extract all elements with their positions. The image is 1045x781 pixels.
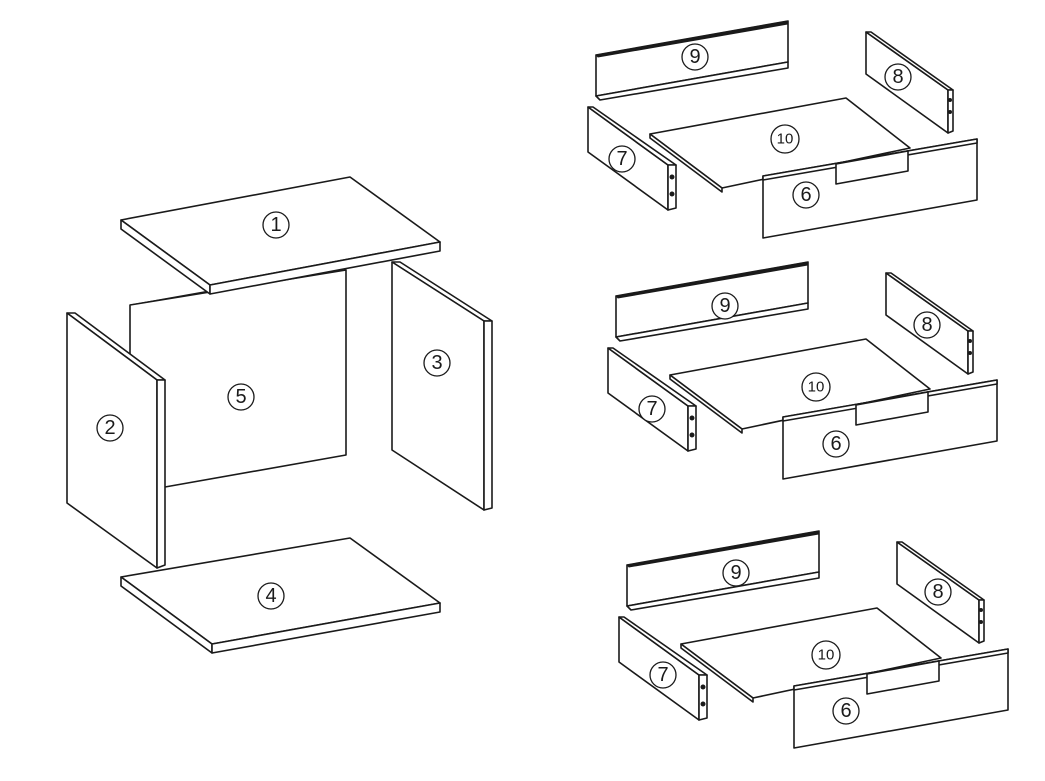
drawer-label-9: 9 xyxy=(681,43,709,71)
drawer-1-group: 9 8 10 7 6 xyxy=(587,20,978,239)
svg-text:7: 7 xyxy=(616,148,627,170)
drawer-label-9: 9 xyxy=(711,292,739,320)
svg-text:6: 6 xyxy=(840,700,851,722)
svg-text:1: 1 xyxy=(270,214,281,236)
svg-text:2: 2 xyxy=(104,417,115,439)
svg-text:9: 9 xyxy=(730,562,741,584)
cabinet-label-1: 1 xyxy=(262,211,290,239)
svg-text:10: 10 xyxy=(818,647,835,664)
cabinet-right-side xyxy=(391,261,493,511)
svg-text:9: 9 xyxy=(689,46,700,68)
drawer-label-8: 8 xyxy=(924,578,952,606)
drawer-label-8: 8 xyxy=(913,311,941,339)
svg-text:7: 7 xyxy=(646,398,657,420)
drawer-base-panel xyxy=(669,338,931,434)
svg-text:5: 5 xyxy=(235,386,246,408)
drawer-label-6: 6 xyxy=(832,697,860,725)
drawer-label-7: 7 xyxy=(608,145,636,173)
drawer-label-10: 10 xyxy=(811,640,841,670)
svg-text:4: 4 xyxy=(265,585,276,607)
drawer-2-group: 9 8 10 7 6 xyxy=(607,261,998,480)
drawer-3-group: 9 8 10 7 6 xyxy=(618,530,1009,749)
drawer-base-panel xyxy=(680,607,942,703)
drawer-label-8: 8 xyxy=(884,63,912,91)
drawer-label-6: 6 xyxy=(792,181,820,209)
cabinet-label-2: 2 xyxy=(96,414,124,442)
drawer-label-9: 9 xyxy=(722,559,750,587)
svg-text:3: 3 xyxy=(431,352,442,374)
drawer-label-10: 10 xyxy=(770,124,800,154)
svg-text:8: 8 xyxy=(892,66,903,88)
cabinet-group: 1 2 3 4 5 xyxy=(66,176,493,654)
drawer-label-6: 6 xyxy=(822,430,850,458)
svg-text:10: 10 xyxy=(808,379,825,396)
drawer-label-7: 7 xyxy=(638,395,666,423)
svg-text:9: 9 xyxy=(719,295,730,317)
drawer-back-panel xyxy=(614,261,809,342)
svg-text:6: 6 xyxy=(830,433,841,455)
svg-text:6: 6 xyxy=(800,184,811,206)
svg-text:8: 8 xyxy=(932,581,943,603)
cabinet-label-3: 3 xyxy=(423,349,451,377)
cabinet-label-4: 4 xyxy=(257,582,285,610)
drawer-back-panel xyxy=(594,20,789,101)
cabinet-label-5: 5 xyxy=(227,383,255,411)
svg-text:8: 8 xyxy=(921,314,932,336)
svg-text:10: 10 xyxy=(777,131,794,148)
drawer-back-panel xyxy=(625,530,820,611)
drawer-front-panel xyxy=(762,138,978,239)
drawer-label-7: 7 xyxy=(649,661,677,689)
svg-text:7: 7 xyxy=(657,664,668,686)
drawer-label-10: 10 xyxy=(801,372,831,402)
